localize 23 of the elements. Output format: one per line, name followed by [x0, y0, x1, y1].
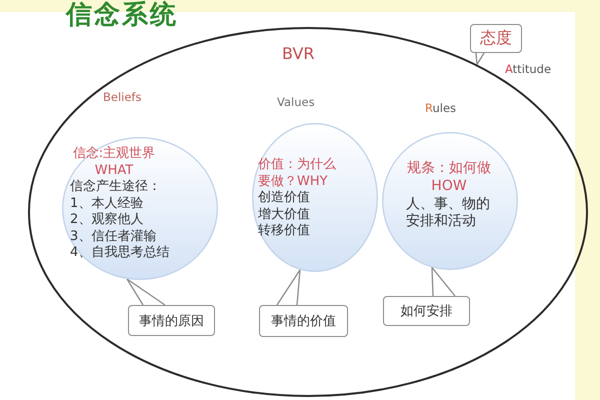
body-text: 3、信任者灌输	[70, 228, 158, 245]
callout-tail	[431, 266, 456, 297]
body-text: 转移价值	[258, 223, 311, 240]
section-label: Rules	[425, 101, 456, 115]
heading: 信念:主观世界 WHAT	[72, 146, 156, 179]
body-text: 创造价值	[258, 190, 311, 206]
body-text: 人、事、物的安排和活动	[406, 196, 491, 232]
callout-tail	[276, 269, 301, 306]
body-text: 增大价值	[258, 206, 311, 223]
callout-tail	[126, 278, 166, 306]
body-text: 1、本人经验	[70, 196, 144, 212]
section-label: Values	[277, 95, 315, 109]
heading: 价值：为什么要做？WHY	[258, 157, 337, 190]
section-label: Beliefs	[103, 90, 142, 104]
callout-tail	[475, 52, 485, 67]
heading: 规条：如何做 HOW	[406, 160, 492, 196]
body-text: 2、观察他人	[70, 212, 144, 228]
body-text: 4、自我思考总结	[70, 245, 170, 262]
side-label: Attitude	[505, 62, 552, 76]
ellipse-title: BVR	[282, 44, 315, 63]
body-text: 信念产生途径：	[70, 179, 162, 196]
title: 信念系统	[66, 0, 178, 30]
callout-box: 态度	[470, 24, 522, 53]
